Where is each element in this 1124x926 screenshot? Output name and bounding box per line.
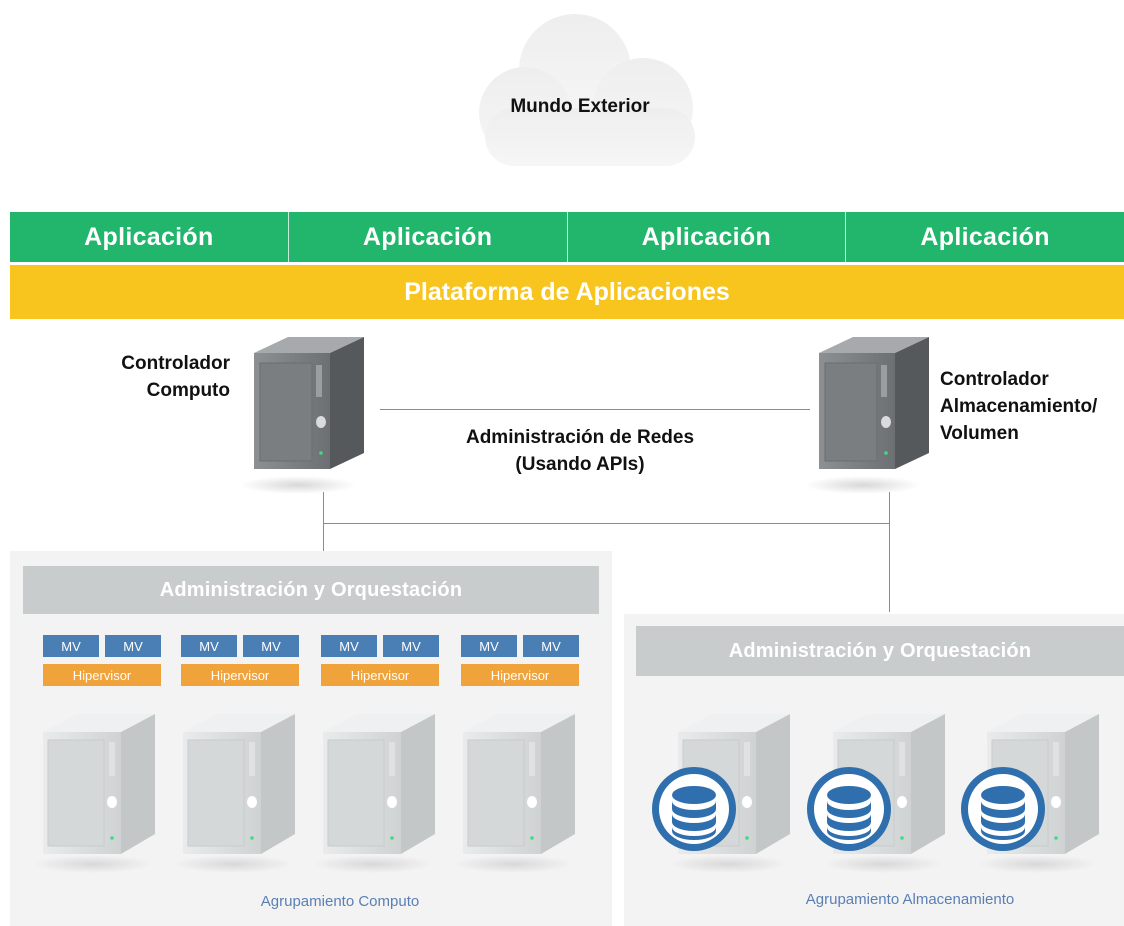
vm-box: MV (243, 635, 299, 657)
storage-connector-line (889, 492, 890, 612)
hypervisor-box: Hipervisor (181, 664, 299, 686)
application-2: Aplicación (287, 212, 567, 262)
compute-cluster-label: Agrupamiento Computo (260, 893, 420, 910)
network-label: Administración de Redes (Usando APIs) (440, 424, 720, 478)
compute-controller-line2: Computo (146, 380, 230, 401)
storage-controller-server-icon (805, 335, 935, 500)
network-label-line1: Administración de Redes (465, 427, 695, 448)
compute-server-icon (37, 712, 162, 882)
compute-connector-line (323, 492, 324, 552)
compute-node-1: MV MV Hipervisor (43, 635, 161, 686)
vm-box: MV (321, 635, 377, 657)
compute-server-icon (177, 712, 302, 882)
vm-box: MV (105, 635, 161, 657)
application-platform: Plataforma de Aplicaciones (10, 265, 1124, 319)
storage-management-bar: Administración y Orquestación (636, 626, 1124, 676)
compute-controller-label: Controlador Computo (60, 350, 230, 404)
hypervisor-box: Hipervisor (43, 664, 161, 686)
compute-controller-server-icon (240, 335, 370, 500)
application-4: Aplicación (845, 212, 1124, 262)
network-link-line (380, 409, 810, 410)
application-1: Aplicación (84, 222, 214, 251)
compute-node-4: MV MV Hipervisor (461, 635, 579, 686)
compute-server-icon (457, 712, 582, 882)
network-label-line2: (Usando APIs) (515, 454, 645, 475)
hypervisor-box: Hipervisor (321, 664, 439, 686)
storage-controller-line3: Volumen (940, 423, 1019, 444)
vm-box: MV (461, 635, 517, 657)
compute-controller-line1: Controlador (121, 353, 230, 374)
database-icon (959, 765, 1047, 853)
storage-controller-label: Controlador Almacenamiento/ Volumen (940, 366, 1124, 447)
vm-box: MV (523, 635, 579, 657)
cluster-link-line (323, 523, 890, 524)
cloud-icon (465, 8, 705, 173)
compute-node-3: MV MV Hipervisor (321, 635, 439, 686)
compute-management-bar: Administración y Orquestación (23, 566, 599, 614)
application-3: Aplicación (566, 212, 846, 262)
storage-cluster-label: Agrupamiento Almacenamiento (805, 891, 1015, 908)
vm-box: MV (383, 635, 439, 657)
vm-box: MV (43, 635, 99, 657)
cloud-label: Mundo Exterior (510, 96, 650, 117)
storage-controller-line2: Almacenamiento/ (940, 396, 1098, 417)
compute-node-2: MV MV Hipervisor (181, 635, 299, 686)
database-icon (805, 765, 893, 853)
hypervisor-box: Hipervisor (461, 664, 579, 686)
compute-server-icon (317, 712, 442, 882)
database-icon (650, 765, 738, 853)
application-bar: Aplicación Aplicación Aplicación Aplicac… (10, 212, 1124, 262)
storage-controller-line1: Controlador (940, 369, 1049, 390)
vm-box: MV (181, 635, 237, 657)
